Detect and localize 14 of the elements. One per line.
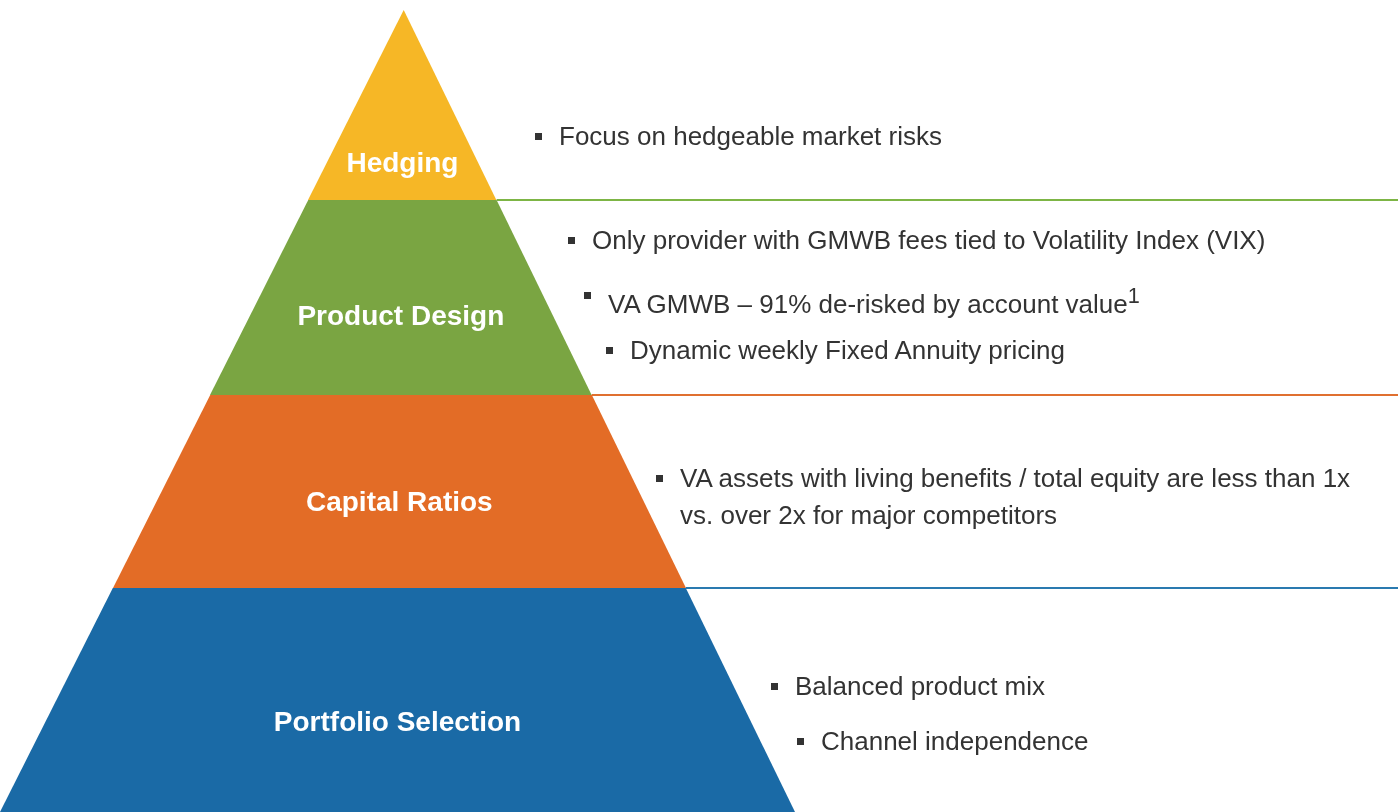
bullet-text: Dynamic weekly Fixed Annuity pricing [606, 332, 1065, 369]
tier-label: Product Design [296, 299, 506, 333]
bullet-text: Channel independence [797, 723, 1089, 760]
pyramid-tier [308, 10, 497, 200]
pyramid-tier [0, 588, 795, 812]
tier-label: Capital Ratios [304, 485, 494, 519]
tier-label: Portfolio Selection [272, 705, 523, 739]
bullet-text: Focus on hedgeable market risks [535, 118, 942, 155]
tier-label: Hedging [345, 146, 460, 180]
bullet-text: VA GMWB – 91% de-risked by account value$^{1}$ [584, 277, 1140, 323]
bullet-text: Balanced product mix [771, 668, 1046, 705]
pyramid-tier [210, 200, 592, 395]
bullet-text: VA assets with living benefits / total equity are less than 1x vs. over 2x for major competitors [656, 460, 1380, 534]
bullet-text: Only provider with GMWB fees tied to Volatility Index (VIX) [568, 222, 1266, 259]
